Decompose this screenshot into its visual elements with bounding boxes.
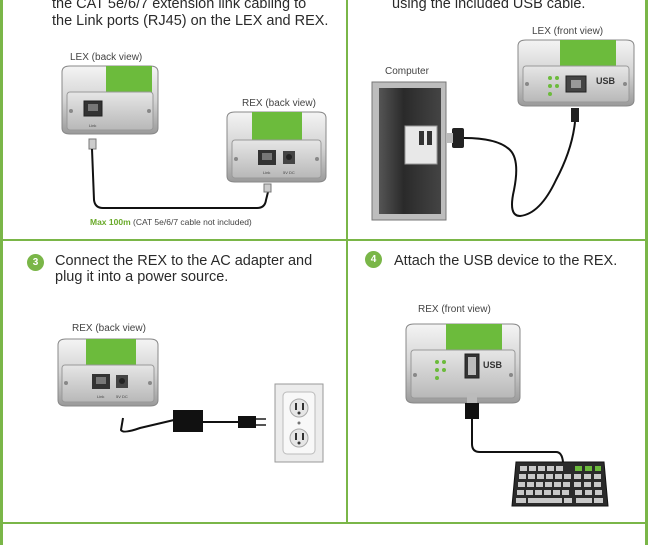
computer-tower: [371, 81, 447, 221]
step3-text-line2: plug it into a power source.: [55, 269, 229, 285]
rex-front-view-label: REX (front view): [418, 304, 491, 315]
rex-back-view-label-step3: REX (back view): [72, 323, 146, 334]
step4-text-line1: Attach the USB device to the REX.: [394, 253, 618, 269]
vertical-divider: [346, 0, 348, 524]
lex-brand-text: USB: [596, 76, 616, 86]
cable-note-bold: Max 100m: [90, 217, 131, 227]
left-border: [0, 0, 3, 545]
rex3-port-link-text: Link: [97, 394, 104, 399]
usb-cable: [447, 108, 579, 218]
step3-number-badge: 3: [27, 254, 44, 271]
rex-back-view-label: REX (back view): [242, 98, 316, 109]
wall-outlet: [274, 383, 324, 463]
lex-port-link-text: Link: [89, 123, 96, 128]
lex-back-view-label: LEX (back view): [70, 52, 143, 63]
computer-label: Computer: [385, 66, 429, 77]
step4-number-badge: 4: [365, 251, 382, 268]
cat5-cable: [88, 138, 272, 209]
keyboard: [511, 461, 609, 507]
step1-text-line2: the Link ports (RJ45) on the LEX and REX…: [52, 13, 329, 29]
keyboard-cable: [465, 393, 564, 463]
horizontal-divider: [0, 239, 648, 241]
lex-device-front: [517, 39, 635, 107]
lex-front-view-label: LEX (front view): [532, 26, 604, 37]
rex-device-back-step3: [57, 338, 159, 407]
cable-note-rest: (CAT 5e/6/7 cable not included): [130, 217, 252, 227]
right-border: [645, 0, 648, 545]
rex-device-back: [226, 111, 327, 183]
step1-text-line1: the CAT 5e/6/7 extension link cabling to: [52, 0, 307, 12]
rex3-port-dc-text: 5V DC: [116, 394, 128, 399]
rex-brand-text: USB: [483, 360, 503, 370]
rex-device-front: [405, 323, 521, 404]
step2-text-line1: using the included USB cable.: [392, 0, 586, 12]
rex-port-link-text: Link: [263, 170, 270, 175]
step3-text-line1: Connect the REX to the AC adapter and: [55, 253, 313, 269]
rex-port-dc-text: 5V DC: [283, 170, 295, 175]
bottom-divider: [0, 522, 648, 524]
lex-device-back: [61, 65, 159, 135]
cable-note: Max 100m (CAT 5e/6/7 cable not included): [90, 217, 252, 227]
ac-adapter: [119, 410, 266, 433]
